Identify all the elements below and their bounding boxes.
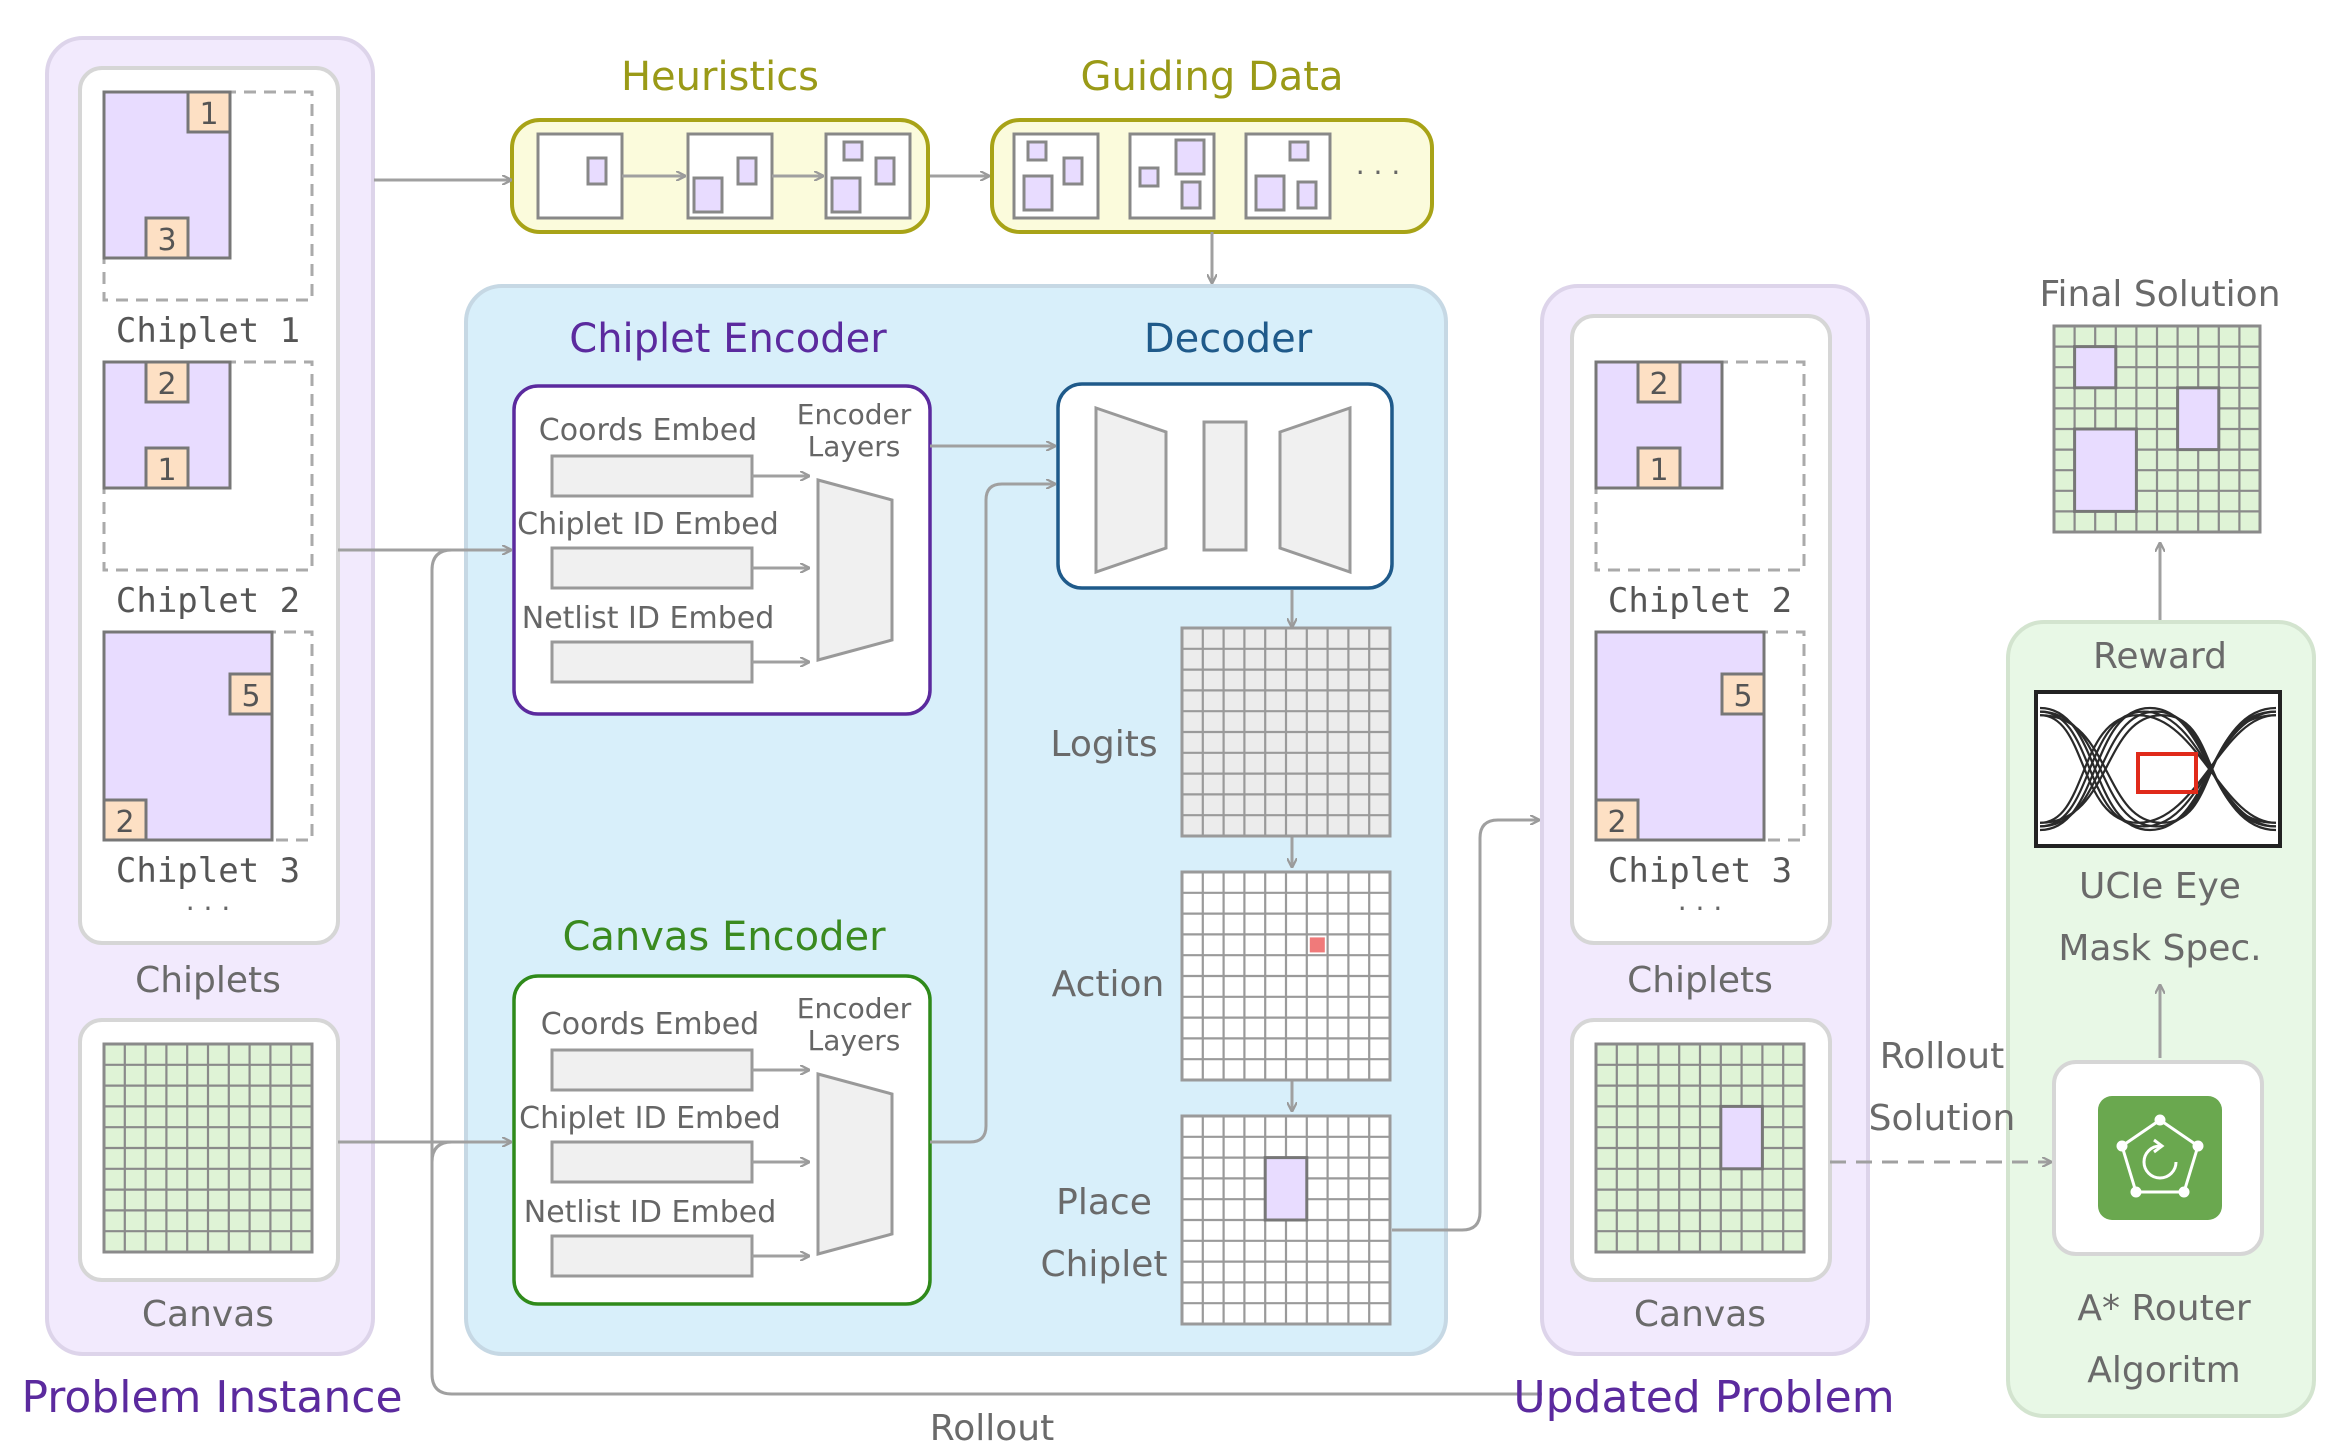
rollout-solution-line1: Rollout bbox=[1880, 1036, 2004, 1077]
updated-chiplet-2-pin-a-label: 2 bbox=[1649, 367, 1668, 402]
chiplet-enc-embed-bar-3 bbox=[550, 640, 754, 684]
canvas-enc-embed-1: Coords Embed bbox=[541, 1007, 759, 1042]
updated-chiplet-3-pin-a-label: 5 bbox=[1733, 679, 1752, 714]
reward-label: Reward bbox=[2093, 636, 2227, 677]
connectors bbox=[338, 176, 2160, 1396]
chiplet-3-pin-a bbox=[228, 672, 274, 716]
router-network-icon bbox=[2116, 1114, 2204, 1198]
guiding-data-ellipsis: · · · bbox=[1356, 156, 1401, 189]
updated-chiplet-3-pin-b-label: 2 bbox=[1607, 805, 1626, 840]
canvas-enc-embed-bar-3 bbox=[550, 1234, 754, 1278]
heuristics-title: Heuristics bbox=[621, 54, 819, 100]
final-chiplet-a bbox=[2073, 345, 2118, 390]
chiplet-enc-embed-1: Coords Embed bbox=[539, 413, 757, 448]
problem-canvas-grid bbox=[102, 1042, 314, 1254]
chiplet-3-icon bbox=[102, 630, 314, 842]
updated-chiplet-2-pin-a bbox=[1636, 360, 1682, 404]
updated-chiplet-3-label: Chiplet 3 bbox=[1608, 851, 1792, 891]
chiplet-2-label: Chiplet 2 bbox=[116, 581, 300, 621]
canvas-encoder-title: Canvas Encoder bbox=[562, 914, 886, 960]
chiplet-1-pin-a bbox=[186, 90, 232, 134]
eye-diagram bbox=[2034, 690, 2282, 848]
router-line2: Algoritm bbox=[2087, 1350, 2241, 1391]
final-chiplet-b bbox=[2176, 386, 2221, 452]
updated-chiplet-3-pin-b bbox=[1594, 798, 1640, 842]
rollout-label: Rollout bbox=[930, 1408, 1054, 1449]
action-grid bbox=[1180, 870, 1392, 1082]
problem-instance-title: Problem Instance bbox=[21, 1372, 402, 1423]
chiplet-encoder-inner bbox=[550, 454, 894, 684]
chiplet-1-pin-b-label: 3 bbox=[157, 223, 176, 258]
updated-chiplet-2-pin-b bbox=[1636, 446, 1682, 490]
decoder-inner bbox=[1094, 405, 1352, 575]
chiplet-encoder-title: Chiplet Encoder bbox=[569, 316, 887, 362]
place-label: Place bbox=[1056, 1182, 1152, 1223]
logits-label: Logits bbox=[1050, 724, 1157, 765]
chiplet-enc-embed-bar-2 bbox=[550, 546, 754, 590]
eye-spec-line1: UCIe Eye bbox=[2079, 866, 2241, 907]
text-layer: Problem Instance Chiplets Canvas Chiplet… bbox=[21, 54, 2280, 1449]
final-solution-title: Final Solution bbox=[2039, 274, 2280, 315]
place-chiplet-cell bbox=[1263, 1156, 1309, 1222]
eye-spec-line2: Mask Spec. bbox=[2058, 928, 2261, 969]
updated-canvas-label: Canvas bbox=[1634, 1294, 1766, 1335]
chiplet-1-icon bbox=[102, 90, 314, 302]
updated-chiplets-ellipsis: · · · bbox=[1678, 892, 1723, 925]
router-icon bbox=[2098, 1096, 2222, 1220]
chiplet-3-label: Chiplet 3 bbox=[116, 851, 300, 891]
chiplet-3-pin-a-label: 5 bbox=[241, 679, 260, 714]
eye-mask-box bbox=[2136, 752, 2198, 794]
chiplet-2-pin-a bbox=[144, 360, 190, 404]
chiplets-label: Chiplets bbox=[135, 960, 281, 1001]
chiplet-1-pin-b bbox=[144, 216, 190, 260]
canvas-enc-embed-bar-2 bbox=[550, 1140, 754, 1184]
canvas-enc-layers-2: Layers bbox=[808, 1024, 901, 1057]
chiplet-3-pin-b bbox=[102, 798, 148, 842]
updated-chiplet-3-icon bbox=[1594, 630, 1806, 842]
chiplet-enc-embed-2: Chiplet ID Embed bbox=[517, 507, 779, 542]
chiplet-enc-layers-1: Encoder bbox=[797, 398, 912, 431]
rollout-solution-line2: Solution bbox=[1869, 1098, 2016, 1139]
logits-grid bbox=[1180, 626, 1392, 838]
decoder-title: Decoder bbox=[1144, 316, 1313, 362]
chiplet-1-pin-a-label: 1 bbox=[199, 97, 218, 132]
chiplet-label: Chiplet bbox=[1040, 1244, 1167, 1285]
chiplet-encoder-layers-shape bbox=[816, 478, 894, 662]
updated-chiplets-label: Chiplets bbox=[1627, 960, 1773, 1001]
router-line1: A* Router bbox=[2077, 1288, 2251, 1329]
final-chiplet-c bbox=[2073, 427, 2138, 513]
chiplet-enc-layers-2: Layers bbox=[808, 430, 901, 463]
guiding-data-title: Guiding Data bbox=[1081, 54, 1344, 100]
updated-canvas-grid bbox=[1594, 1042, 1806, 1254]
chiplet-2-pin-b-label: 1 bbox=[157, 453, 176, 488]
action-label: Action bbox=[1052, 964, 1165, 1005]
updated-chiplet-2-pin-b-label: 1 bbox=[1649, 453, 1668, 488]
canvas-enc-embed-2: Chiplet ID Embed bbox=[519, 1101, 781, 1136]
chiplet-2-icon bbox=[102, 360, 314, 572]
chiplets-ellipsis: · · · bbox=[186, 892, 231, 925]
grid-layer bbox=[102, 324, 2262, 1326]
updated-canvas-placed-chiplet bbox=[1719, 1104, 1764, 1171]
canvas-encoder-inner bbox=[550, 1048, 894, 1278]
canvas-enc-embed-3: Netlist ID Embed bbox=[524, 1195, 776, 1230]
canvas-enc-embed-bar-1 bbox=[550, 1048, 754, 1092]
guiding-data-samples bbox=[1012, 132, 1332, 220]
updated-chiplet-3-pin-a bbox=[1720, 672, 1766, 716]
canvas-enc-layers-1: Encoder bbox=[797, 992, 912, 1025]
updated-chiplet-2-icon bbox=[1594, 360, 1806, 572]
chiplet-2-pin-a-label: 2 bbox=[157, 367, 176, 402]
action-selected-cell bbox=[1309, 937, 1325, 953]
chiplet-3-pin-b-label: 2 bbox=[115, 805, 134, 840]
chiplet-2-pin-b bbox=[144, 446, 190, 490]
canvas-label: Canvas bbox=[142, 1294, 274, 1335]
updated-problem-title: Updated Problem bbox=[1513, 1372, 1894, 1423]
chiplet-enc-embed-3: Netlist ID Embed bbox=[522, 601, 774, 636]
chiplet-enc-embed-bar-1 bbox=[550, 454, 754, 498]
heuristic-steps bbox=[536, 132, 912, 220]
updated-chiplet-2-label: Chiplet 2 bbox=[1608, 581, 1792, 621]
canvas-encoder-layers-shape bbox=[816, 1072, 894, 1256]
chiplet-1-label: Chiplet 1 bbox=[116, 311, 300, 351]
